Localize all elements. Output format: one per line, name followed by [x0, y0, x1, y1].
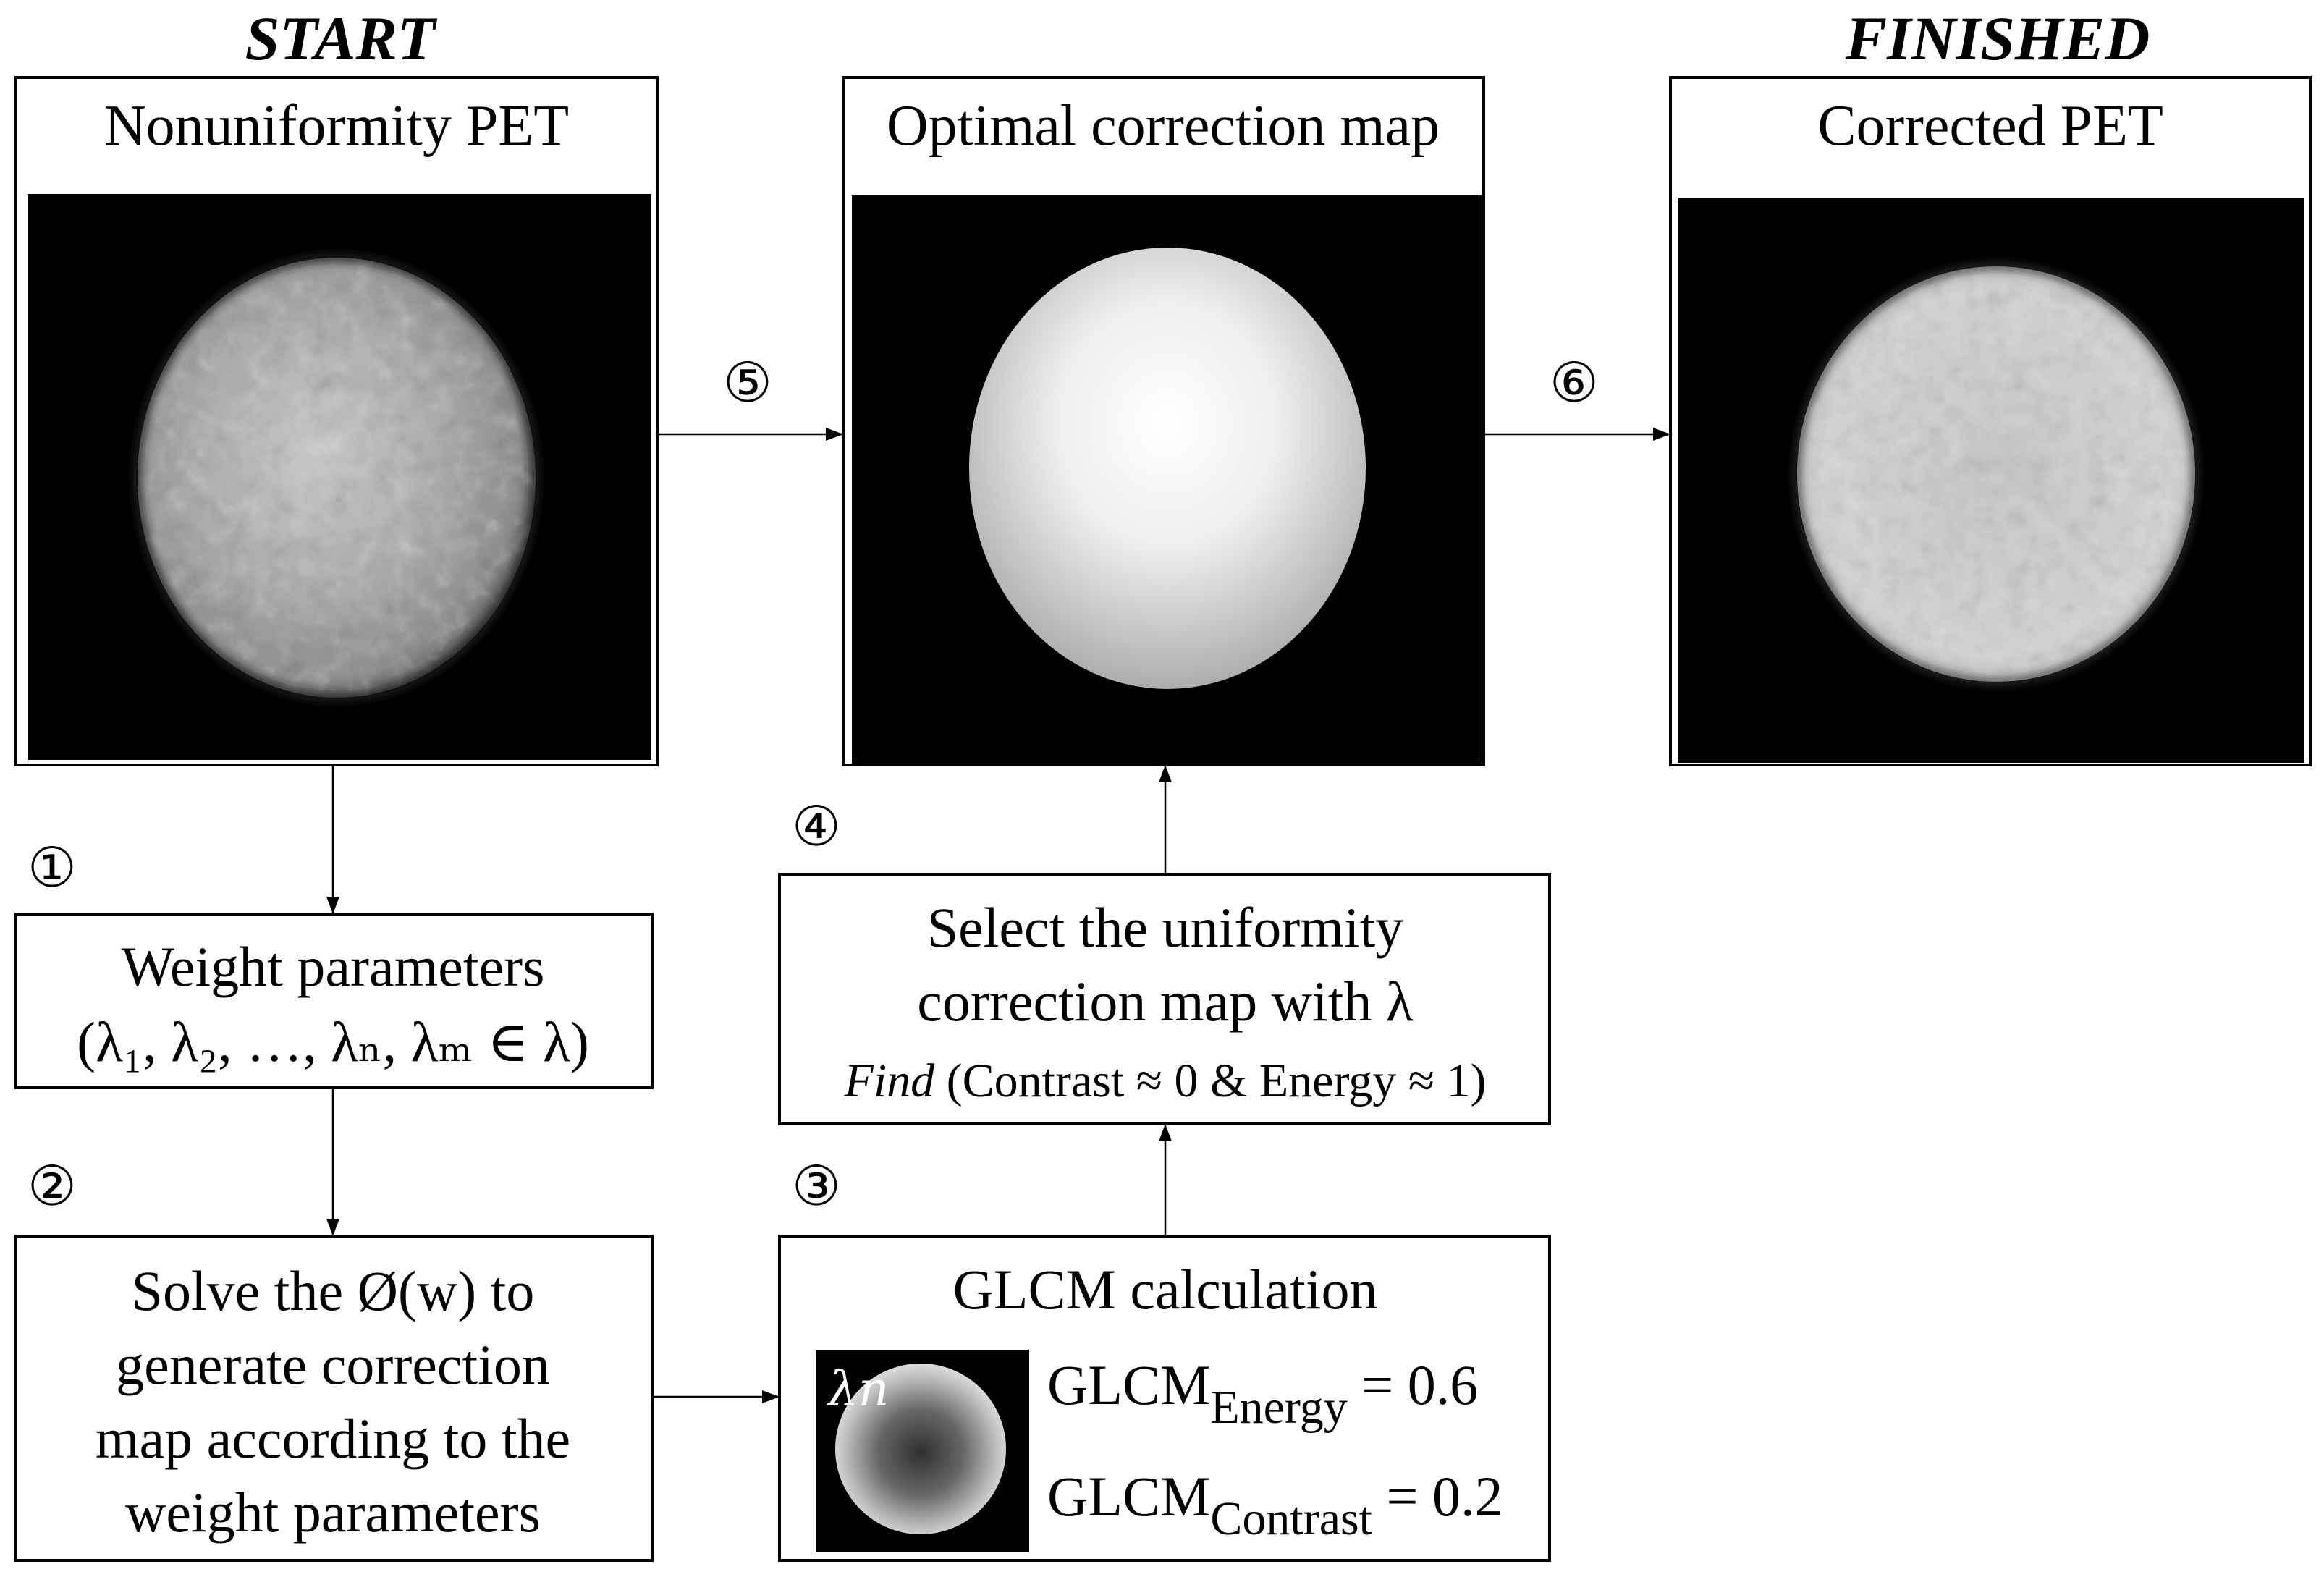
- corrected-pet-title: Corrected PET: [1817, 94, 2163, 158]
- weight-parameters-box: Weight parameters (λ₁, λ₂, …, λₙ, λₘ ∈ λ…: [14, 913, 654, 1089]
- solve-line1: Solve the Ø(w) to: [132, 1259, 535, 1322]
- step-2-marker: ②: [28, 1154, 77, 1218]
- finished-label: FINISHED: [1845, 4, 2150, 73]
- optimal-correction-map-panel: Optimal correction map: [842, 76, 1485, 766]
- correction-map-ellipse: [969, 248, 1366, 689]
- step-4-marker: ④: [792, 794, 841, 858]
- glcm-contrast-subscript: Contrast: [1210, 1492, 1372, 1545]
- step-1-marker: ①: [28, 835, 77, 900]
- glcm-contrast-prefix: GLCM: [1047, 1465, 1210, 1528]
- glcm-energy-formula: GLCMEnergy = 0.6: [1047, 1353, 1478, 1434]
- select-line1: Select the uniformity: [927, 896, 1404, 959]
- glcm-contrast-value: = 0.2: [1372, 1465, 1503, 1528]
- glcm-inset-label: λn: [826, 1361, 889, 1417]
- glcm-calculation-box: GLCM calculation λn GLCMEnergy = 0.6 GLC…: [778, 1235, 1551, 1562]
- solve-line2: generate correction: [116, 1333, 550, 1396]
- nonuniform-phantom: [138, 258, 536, 698]
- weight-parameters-line2: (λ₁, λ₂, …, λₙ, λₘ ∈ λ): [77, 1010, 589, 1073]
- select-line2: correction map with λ: [917, 970, 1414, 1033]
- solve-line3: map according to the: [96, 1407, 570, 1470]
- glcm-energy-prefix: GLCM: [1047, 1353, 1210, 1416]
- select-correction-map-box: Select the uniformity correction map wit…: [778, 873, 1551, 1125]
- glcm-contrast-formula: GLCMContrast = 0.2: [1047, 1465, 1503, 1545]
- glcm-energy-subscript: Energy: [1210, 1381, 1347, 1434]
- nonuniformity-pet-title: Nonuniformity PET: [104, 94, 569, 158]
- step-6-marker: ⑥: [1550, 350, 1599, 415]
- optimal-correction-map-title: Optimal correction map: [887, 94, 1440, 158]
- corrected-phantom: [1797, 266, 2195, 682]
- weight-parameters-line1: Weight parameters: [122, 935, 545, 998]
- select-find-rest: (Contrast ≈ 0 & Energy ≈ 1): [934, 1054, 1486, 1107]
- start-label: START: [245, 4, 438, 73]
- step-3-marker: ③: [792, 1154, 841, 1218]
- solve-line4: weight parameters: [125, 1481, 541, 1544]
- glcm-energy-value: = 0.6: [1348, 1353, 1479, 1416]
- step-5-marker: ⑤: [723, 350, 772, 415]
- corrected-pet-panel: Corrected PET: [1669, 76, 2312, 766]
- solve-correction-map-box: Solve the Ø(w) to generate correction ma…: [14, 1235, 654, 1562]
- nonuniformity-pet-panel: Nonuniformity PET: [14, 76, 659, 766]
- glcm-inset-phantom: [835, 1364, 1006, 1534]
- select-find-criteria: Find (Contrast ≈ 0 & Energy ≈ 1): [844, 1054, 1487, 1107]
- select-find-italic: Find: [844, 1054, 936, 1107]
- glcm-title: GLCM calculation: [952, 1258, 1377, 1321]
